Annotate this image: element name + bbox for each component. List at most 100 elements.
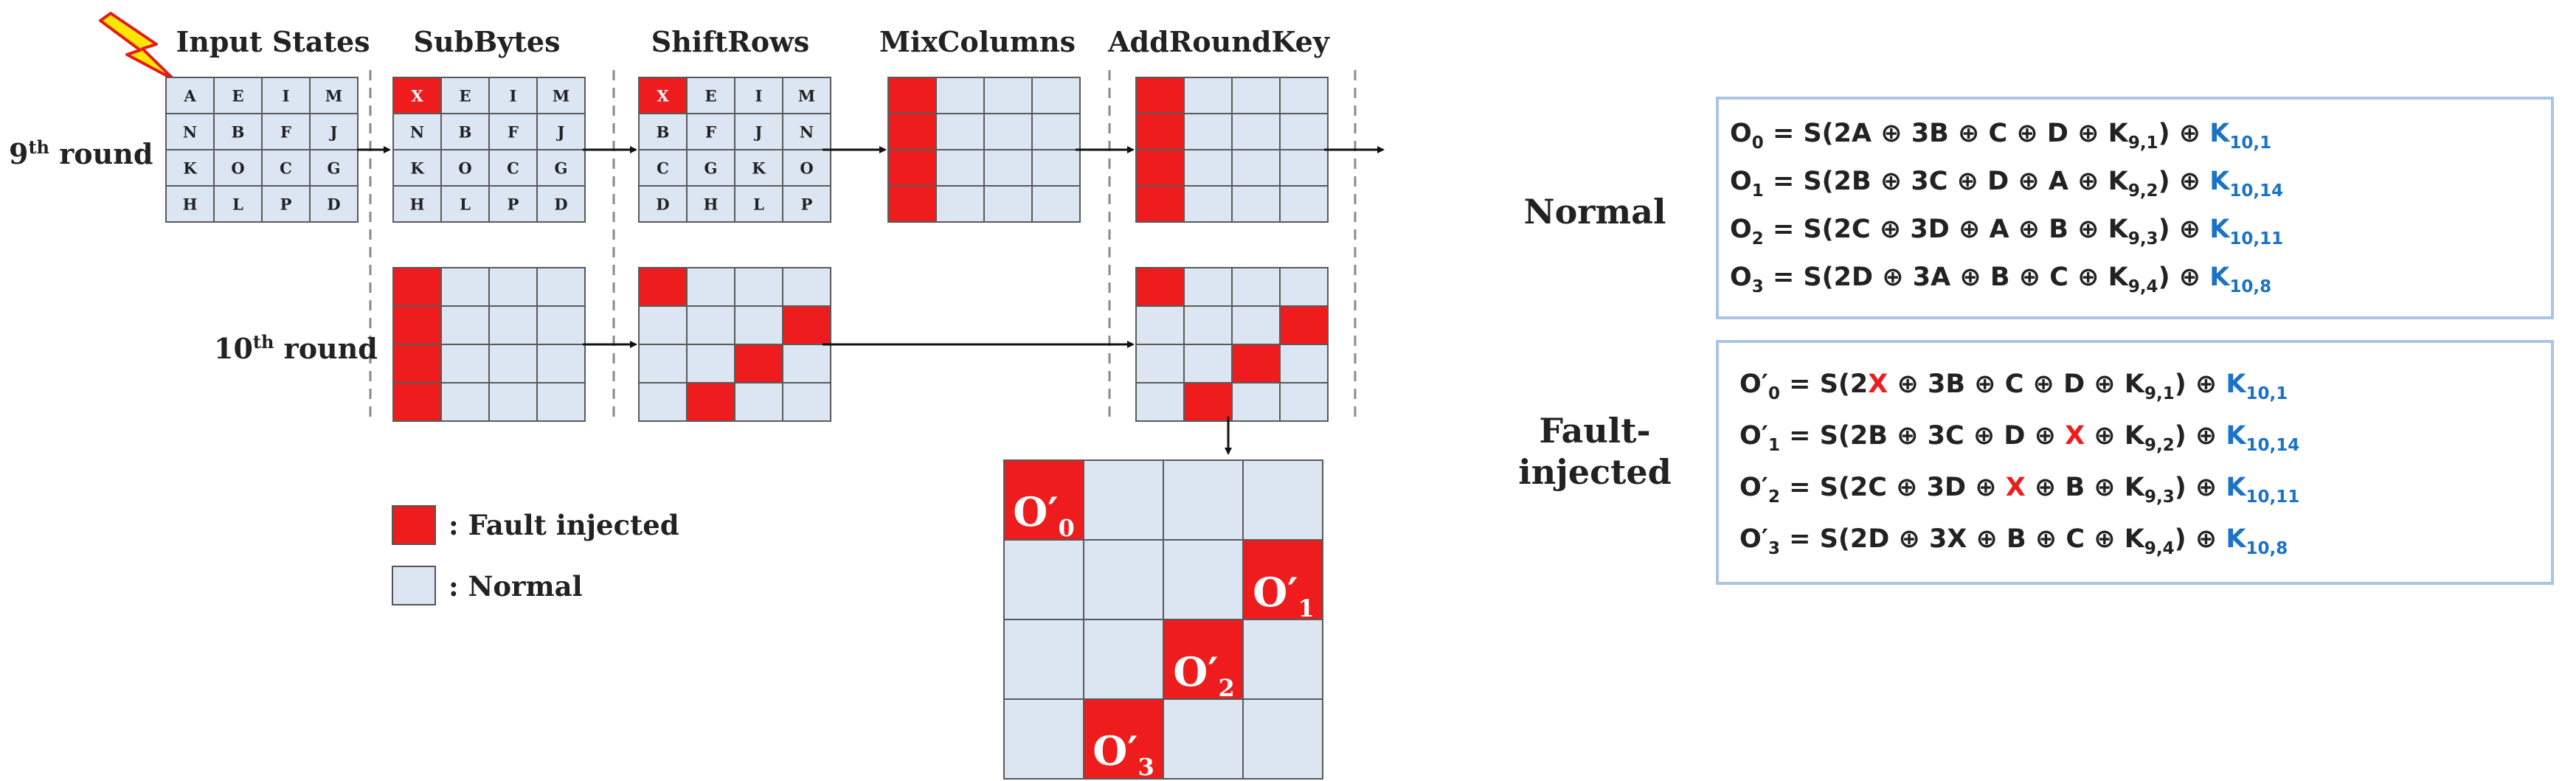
grid-cell xyxy=(488,382,538,422)
grid-cell xyxy=(440,305,490,345)
grid-cell xyxy=(488,305,538,345)
grid-cell xyxy=(782,149,831,187)
grid-cell-letter: B xyxy=(232,123,245,142)
grid-cell-letter: L xyxy=(460,195,471,214)
grid-cell xyxy=(935,113,985,150)
grid-cell-letter: D xyxy=(656,195,669,214)
legend: : Fault injected : Normal xyxy=(392,505,679,605)
grid-mixcolumns-r9 xyxy=(887,77,1081,223)
grid-cell xyxy=(261,113,311,150)
grid-cell xyxy=(983,185,1033,223)
grid-cell xyxy=(1242,539,1323,620)
grid-cell-letter: J xyxy=(329,123,338,142)
grid-cell xyxy=(440,77,490,114)
grid-cell-letter: C xyxy=(507,159,519,178)
grid-cell xyxy=(887,149,937,187)
grid-cell xyxy=(1083,619,1164,700)
grid-cell xyxy=(782,344,831,383)
grid-addroundkey-r9 xyxy=(1135,77,1329,223)
grid-cell xyxy=(1279,267,1329,307)
grid-cell-letter: P xyxy=(508,195,519,214)
grid-cell xyxy=(1231,267,1281,307)
grid-cell-letter: I xyxy=(755,87,763,105)
normal-label: Normal xyxy=(1524,192,1666,232)
grid-cell-letter: M xyxy=(325,87,342,105)
grid-cell xyxy=(935,77,985,114)
grid-cell-letter: G xyxy=(555,159,568,178)
grid-cell xyxy=(983,113,1033,150)
grid-cell xyxy=(1183,185,1233,223)
grid-cell xyxy=(392,305,442,345)
grid-cell xyxy=(1183,77,1233,114)
grid-cell-letter: D xyxy=(327,195,340,214)
grid-cell xyxy=(1031,149,1081,187)
grid-cell-letter: N xyxy=(410,123,424,142)
grid-cell xyxy=(638,344,688,383)
grid-cell xyxy=(261,77,311,114)
grid-cell xyxy=(782,185,831,223)
grid-cell xyxy=(782,382,831,422)
grid-cell xyxy=(887,77,937,114)
grid-cell xyxy=(1135,113,1185,150)
grid-cell xyxy=(686,344,735,383)
grid-cell-letter: D xyxy=(554,195,567,214)
grid-cell xyxy=(488,185,538,223)
grid-cell xyxy=(638,305,688,345)
grid-cell xyxy=(983,77,1033,114)
grid-cell-letter: N xyxy=(183,123,197,142)
grid-cell-letter: C xyxy=(657,159,669,178)
grid-cell-letter: I xyxy=(283,87,290,105)
fault-equation-3: O′3 = S(2D ⊕ 3X ⊕ B ⊕ C ⊕ K9,4) ⊕ K10,8 xyxy=(1739,524,2288,558)
header-mixcolumns: MixColumns xyxy=(879,25,1076,58)
grid-cell-letter: H xyxy=(410,195,425,214)
grid-cell xyxy=(1163,459,1244,541)
grid-cell xyxy=(983,149,1033,187)
grid-cell xyxy=(1163,698,1244,780)
fault-equation-1: O′1 = S(2B ⊕ 3C ⊕ D ⊕ X ⊕ K9,2) ⊕ K10,14 xyxy=(1739,421,2299,455)
grid-cell xyxy=(536,267,586,307)
grid-cell-letter: M xyxy=(553,87,569,105)
grid-cell xyxy=(887,113,937,150)
grid-cell xyxy=(686,305,735,345)
output-label-3: O′3 xyxy=(1093,727,1154,781)
fault-equation-2: O′2 = S(2C ⊕ 3D ⊕ X ⊕ B ⊕ K9,3) ⊕ K10,11 xyxy=(1739,473,2299,507)
grid-cell xyxy=(1083,698,1164,780)
grid-cell-letter: B xyxy=(657,123,670,142)
grid-cell xyxy=(1231,77,1281,114)
grid-cell-letter: X xyxy=(411,87,423,105)
grid-cell xyxy=(440,344,490,383)
header-subbytes: SubBytes xyxy=(414,25,561,58)
flow-arrows xyxy=(357,146,1385,455)
grid-cell xyxy=(1031,185,1081,223)
grid-cell xyxy=(488,267,538,307)
grid-cell xyxy=(1231,382,1281,422)
normal-equation-0: O0 = S(2A ⊕ 3B ⊕ C ⊕ D ⊕ K9,1) ⊕ K10,1 xyxy=(1730,119,2271,153)
grid-cell-letter: F xyxy=(705,123,716,142)
grid-cell xyxy=(734,305,783,345)
output-label-0: O′0 xyxy=(1013,488,1075,542)
grid-cell-letter: J xyxy=(754,123,763,142)
grid-cell-letter: H xyxy=(183,195,198,214)
grid-cell xyxy=(536,305,586,345)
grid-cell xyxy=(1279,382,1329,422)
grid-cell-letter: E xyxy=(232,87,243,105)
normal-equation-3: O3 = S(2D ⊕ 3A ⊕ B ⊕ C ⊕ K9,4) ⊕ K10,8 xyxy=(1730,263,2271,296)
grid-cell xyxy=(1135,77,1185,114)
legend-fault-label: : Fault injected xyxy=(449,509,679,541)
grid-cell xyxy=(1183,113,1233,150)
grid-cell xyxy=(734,267,783,307)
grid-cell xyxy=(1083,539,1164,620)
grid-cell xyxy=(686,267,735,307)
fault-equations: O′0 = S(2X ⊕ 3B ⊕ C ⊕ D ⊕ K9,1) ⊕ K10,1 … xyxy=(1739,369,2299,558)
output-label-1: O′1 xyxy=(1253,569,1315,622)
grid-cell xyxy=(392,382,442,422)
grid-cell xyxy=(638,77,688,114)
grid-cell xyxy=(1183,344,1233,383)
grid-cell xyxy=(1183,267,1233,307)
grid-cell-letter: K xyxy=(752,159,766,178)
grid-cell-letter: P xyxy=(280,195,292,214)
grid-cell xyxy=(1279,77,1329,114)
grid-cell xyxy=(1135,267,1185,307)
grid-cell xyxy=(1135,344,1185,383)
